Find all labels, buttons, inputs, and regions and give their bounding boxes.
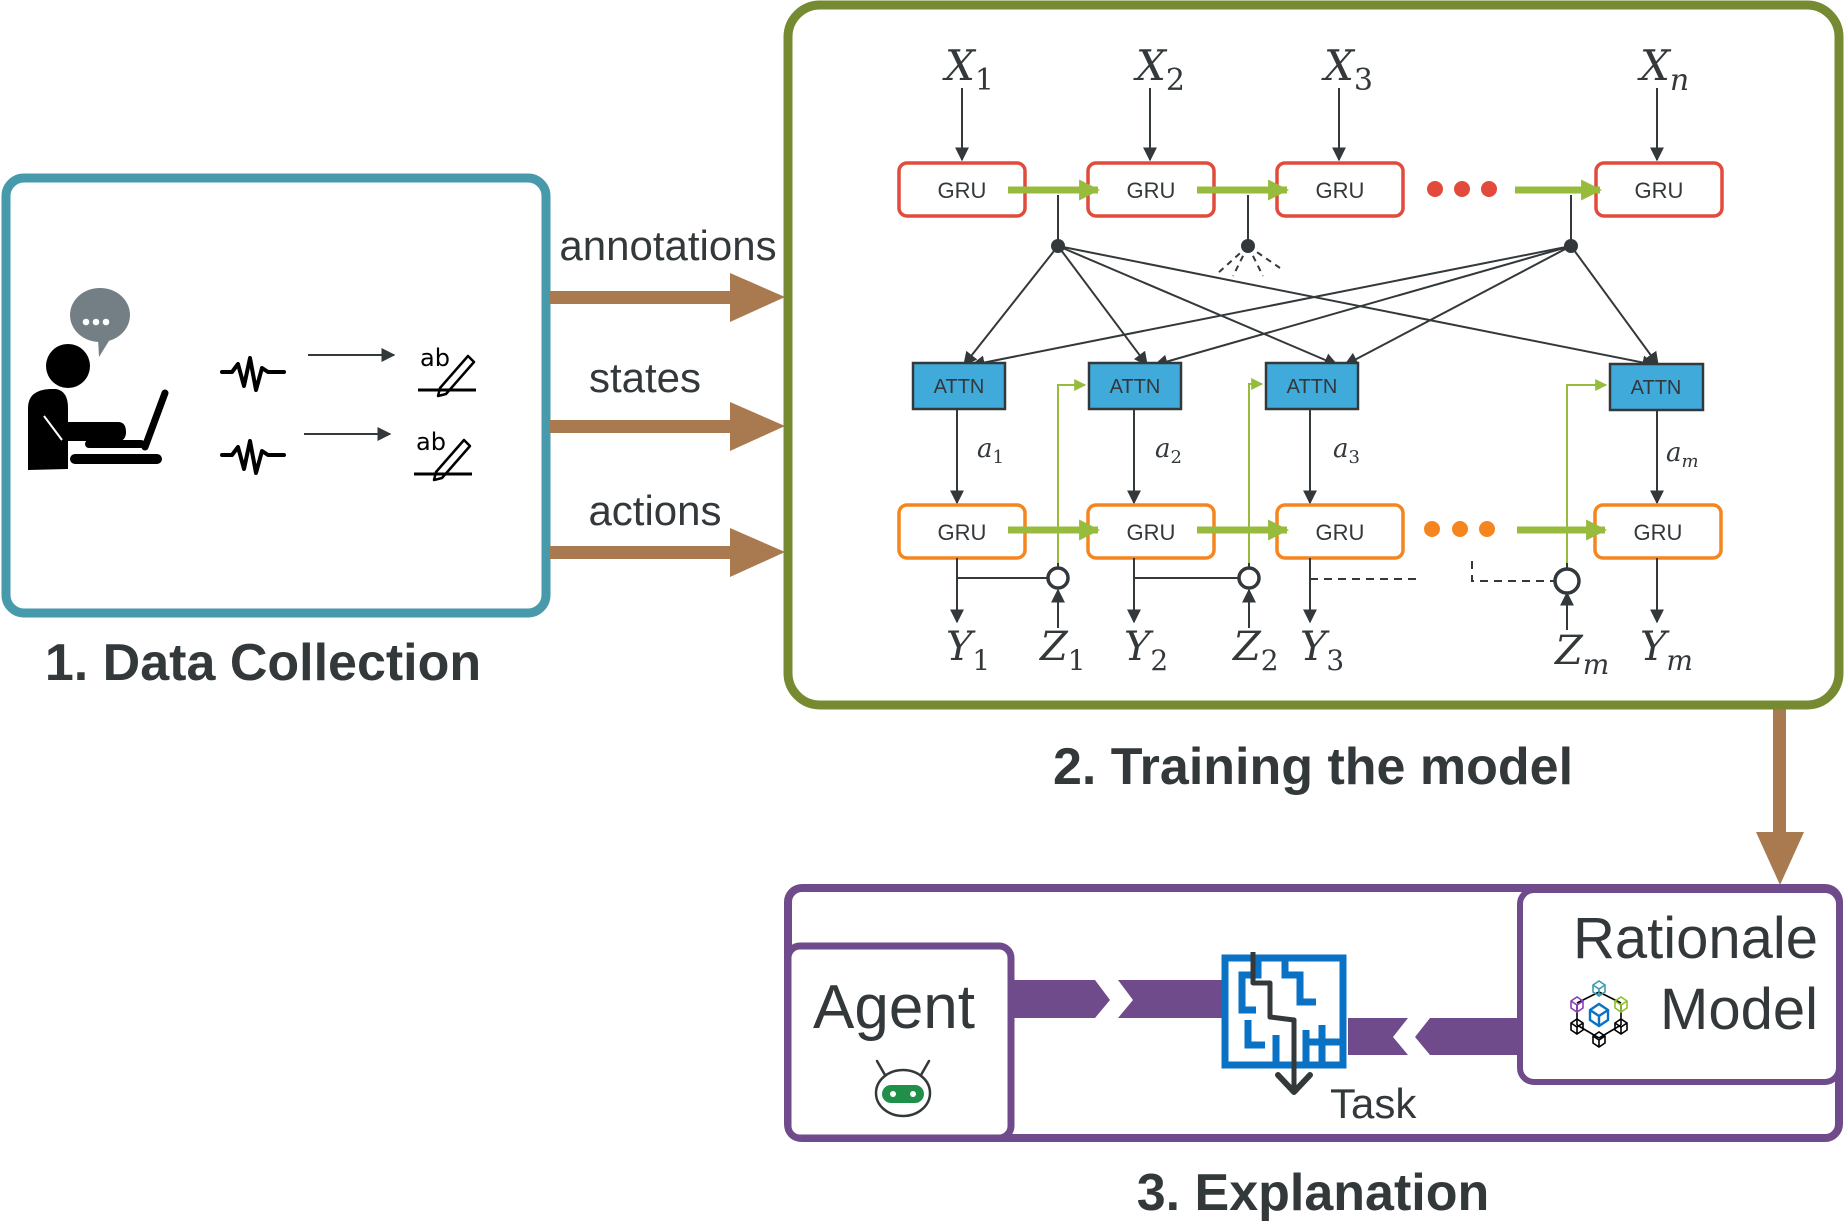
rationale-label-line2: Model [1660, 977, 1818, 1042]
decoder-output-connections [950, 558, 1664, 630]
states-arrow-head [730, 402, 785, 451]
input-arrows [955, 88, 1664, 162]
flow-arrows: annotations states actions [550, 222, 1804, 885]
svg-text:GRU: GRU [938, 520, 987, 545]
rationale-to-task-chevron-1 [1335, 1018, 1408, 1055]
actions-arrow-shaft [550, 546, 735, 559]
weight-a3: a3 [1333, 434, 1360, 468]
decoder-ellipsis [1424, 521, 1495, 537]
flow-label-annotations: annotations [559, 222, 776, 269]
attention-output-arrows [950, 409, 1664, 505]
input-x2: X2 [1133, 41, 1185, 98]
attention-weights: a1 a2 a3 am [977, 434, 1699, 472]
svg-text:ATTN: ATTN [1287, 376, 1338, 398]
decoder-gru-cells: GRU GRU GRU GRU [897, 503, 1723, 560]
task-label: Task [1330, 1080, 1417, 1127]
svg-text:GRU: GRU [1634, 520, 1683, 545]
rationale-model-box [1517, 887, 1842, 1085]
agent-to-task-chevron-2 [1118, 980, 1225, 1018]
states-arrow-shaft [550, 420, 735, 433]
weight-am: am [1666, 438, 1699, 472]
svg-text:GRU: GRU [1127, 520, 1176, 545]
svg-text:ab: ab [420, 344, 450, 372]
network-cubes-icon [1570, 980, 1628, 1048]
person-laptop-icon [28, 344, 169, 470]
weight-a1: a1 [977, 434, 1004, 468]
agent-box [784, 942, 1015, 1142]
attention-3 [1264, 361, 1360, 411]
svg-text:GRU: GRU [1316, 520, 1365, 545]
svg-text:ATTN: ATTN [1110, 376, 1161, 398]
feedback-gates [1046, 566, 1581, 595]
output-arrow-head [1756, 832, 1804, 885]
agent-to-task-chevron-1 [1008, 980, 1110, 1018]
input-x3: X3 [1321, 41, 1373, 98]
junction-nodes [1051, 239, 1578, 253]
svg-text:ATTN: ATTN [934, 376, 985, 398]
encoder-inputs: X1 X2 X3 Xn [942, 41, 1689, 98]
encoder-ellipsis [1427, 181, 1497, 197]
svg-text:GRU: GRU [1635, 178, 1684, 203]
decoder-outputs: Y1 Y2 Y3 Ym Z1 Z2 Zm [946, 624, 1693, 681]
feedback-zm: Zm [1553, 628, 1609, 681]
annotate-icon: ab [418, 344, 476, 398]
feedback-lines [1057, 378, 1608, 563]
rationale-label-line1: Rationale [1573, 906, 1818, 971]
output-y3: Y3 [1300, 624, 1344, 677]
waveform-icon [220, 439, 286, 475]
output-y2: Y2 [1124, 624, 1168, 677]
training-title: 2. Training the model [1053, 738, 1573, 796]
actions-arrow-head [730, 528, 785, 577]
svg-text:ab: ab [416, 428, 446, 456]
input-x1: X1 [942, 41, 994, 98]
weight-a2: a2 [1155, 434, 1182, 468]
svg-text:GRU: GRU [1127, 178, 1176, 203]
encoder-gru-cells: GRU GRU GRU GRU [897, 161, 1724, 218]
flow-label-actions: actions [588, 487, 721, 534]
robot-icon [874, 1059, 932, 1118]
attention-m [1608, 362, 1705, 412]
data-collection-title: 1. Data Collection [45, 634, 481, 692]
maze-icon [1221, 952, 1348, 1095]
data-collection-panel: ab ab 1. Data Collection [1, 173, 551, 692]
annotations-arrow-head [730, 273, 785, 322]
rationale-to-task-chevron-2 [1415, 1018, 1520, 1055]
waveform-icon [220, 356, 286, 392]
agent-label: Agent [813, 973, 975, 1042]
svg-text:ATTN: ATTN [1631, 377, 1682, 399]
attention-1 [911, 361, 1007, 411]
hidden-state-connections [963, 195, 1659, 370]
output-arrow-shaft [1773, 705, 1786, 835]
data-collection-border [1, 173, 551, 618]
annotations-arrow-shaft [550, 291, 735, 304]
output-ym: Ym [1640, 624, 1693, 677]
explanation-flow-arrows [1008, 980, 1520, 1055]
explanation-title: 3. Explanation [1137, 1164, 1490, 1222]
training-panel: X1 X2 X3 Xn GRU GRU GRU GRU [783, 0, 1844, 796]
annotate-icon: ab [414, 428, 472, 482]
feedback-z1: Z1 [1038, 624, 1086, 677]
input-xn: Xn [1637, 41, 1689, 98]
feedback-z2: Z2 [1231, 624, 1279, 677]
flow-label-states: states [589, 354, 701, 401]
svg-text:GRU: GRU [1316, 178, 1365, 203]
svg-text:GRU: GRU [938, 178, 987, 203]
output-y1: Y1 [946, 624, 990, 677]
speech-bubble-icon [70, 288, 130, 357]
explanation-panel: Agent Task Ra [784, 884, 1843, 1222]
